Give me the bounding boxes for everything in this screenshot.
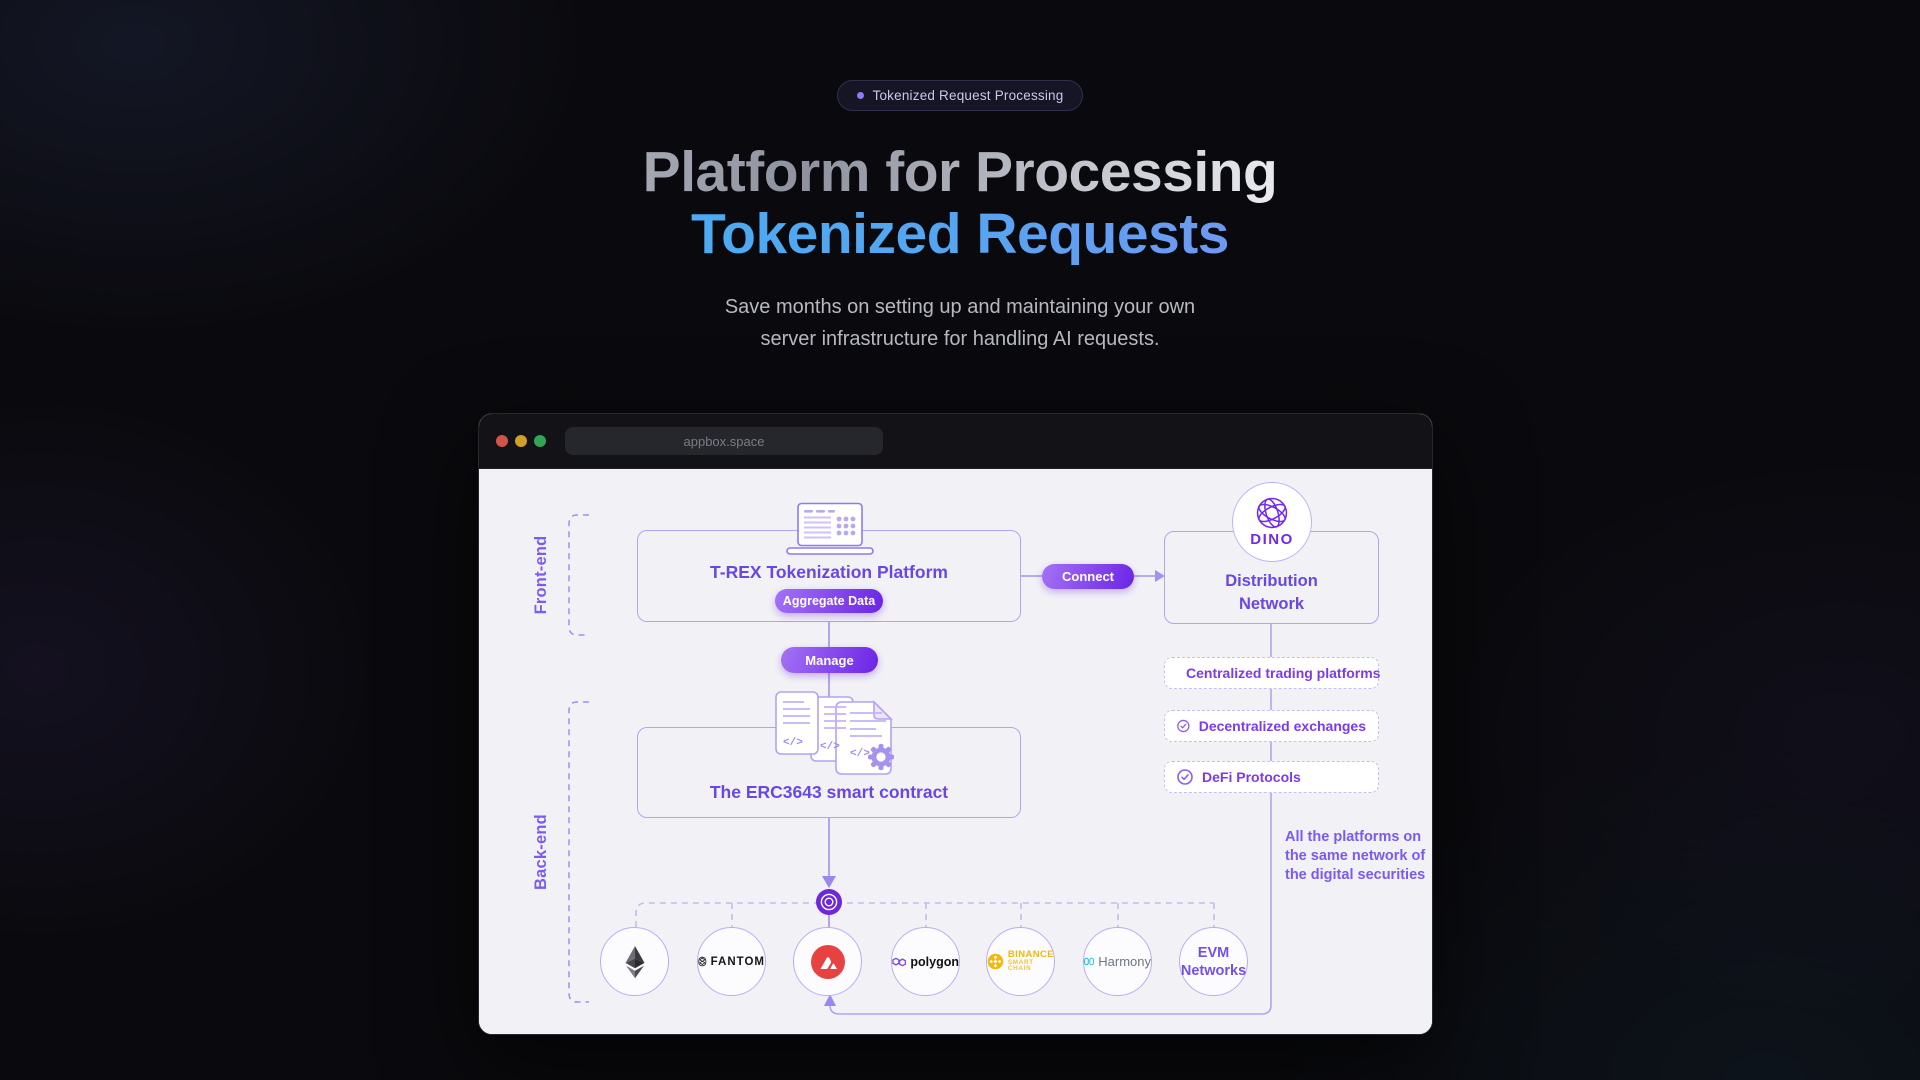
binance-subtitle: SMART CHAIN [1007, 958, 1034, 973]
url-bar[interactable]: appbox.space [565, 427, 883, 455]
svg-text:</>: </> [820, 741, 840, 753]
connect-button[interactable]: Connect [1042, 564, 1134, 589]
frontend-label: Front-end [531, 535, 550, 615]
network-fantom: FANTOM [697, 927, 766, 996]
close-window-button[interactable] [496, 435, 508, 447]
binance-icon [987, 953, 1004, 970]
minimize-window-button[interactable] [515, 435, 527, 447]
harmony-icon [1084, 957, 1094, 966]
down-arrow-icon [822, 876, 836, 888]
avalanche-icon [810, 944, 845, 979]
network-ethereum [600, 927, 669, 996]
diagram-canvas: Front-end Back-end [479, 469, 1432, 1034]
network-avalanche [793, 927, 862, 996]
platform-item-decentralized-exchanges[interactable]: Decentralized exchanges [1164, 710, 1379, 742]
subtitle-line-2: server infrastructure for handling AI re… [760, 328, 1160, 350]
connect-arrow-icon [1155, 570, 1165, 582]
platform-item-defi-protocols[interactable]: DeFi Protocols [1164, 761, 1379, 793]
polygon-wordmark: polygon [910, 954, 959, 969]
harmony-wordmark: Harmony [1098, 954, 1151, 969]
distribution-network-box: DINO Distribution Network [1164, 482, 1379, 624]
gear-icon [868, 744, 894, 770]
trex-platform-box: T-REX Tokenization Platform Aggregate Da… [637, 530, 1021, 622]
network-harmony: Harmony [1083, 927, 1152, 996]
subtitle-line-1: Save months on setting up and maintainin… [724, 296, 1196, 318]
manage-button[interactable]: Manage [781, 647, 878, 673]
browser-window: appbox.space [478, 413, 1433, 1035]
badge-dot-icon [856, 92, 864, 99]
polygon-icon [892, 957, 907, 966]
hero-section: Tokenized Request Processing Platform fo… [0, 0, 1920, 355]
erc3643-contract-title: The ERC3643 smart contract [709, 782, 949, 802]
distribution-network-title: Distribution Network [1225, 572, 1318, 613]
globe-icon [1256, 497, 1288, 529]
hub-node-icon [816, 889, 842, 915]
backend-bracket [568, 701, 589, 1003]
backend-label: Back-end [531, 814, 550, 890]
dino-logo: DINO [1232, 482, 1312, 562]
subtitle: Save months on setting up and maintainin… [0, 291, 1920, 355]
fantom-icon [698, 956, 707, 967]
badge-label: Tokenized Request Processing [872, 88, 1064, 103]
dino-wordmark: DINO [1250, 531, 1294, 548]
page-title: Platform for Processing Tokenized Reques… [0, 141, 1920, 265]
fantom-wordmark: FANTOM [710, 955, 765, 968]
frontend-bracket [568, 514, 589, 636]
aggregate-data-button[interactable]: Aggregate Data [775, 589, 883, 613]
check-circle-icon [1177, 769, 1193, 785]
up-arrow-icon [824, 994, 836, 1006]
svg-text:</>: </> [850, 748, 870, 760]
ethereum-icon [625, 945, 644, 978]
network-evm: EVM Networks [1179, 927, 1248, 996]
same-network-note: All the platforms on the same network of… [1285, 829, 1426, 883]
platform-item-centralized-trading[interactable]: Centralized trading platforms [1164, 657, 1380, 689]
title-line-2: Tokenized Requests [0, 203, 1920, 265]
evm-networks-label: EVM Networks [1180, 944, 1247, 979]
trex-platform-title: T-REX Tokenization Platform [710, 562, 948, 582]
network-polygon: polygon [891, 927, 960, 996]
connector-lines [568, 514, 1272, 1015]
check-circle-icon [1177, 719, 1190, 733]
laptop-icon [786, 502, 874, 555]
network-binance-smart-chain: BINANCE SMART CHAIN [986, 927, 1055, 996]
title-line-1: Platform for Processing [0, 141, 1920, 203]
browser-titlebar: appbox.space [479, 414, 1432, 469]
badge-tokenized-request-processing: Tokenized Request Processing [836, 80, 1084, 111]
smart-contract-documents-icon: </> </> </> [775, 691, 894, 775]
zoom-window-button[interactable] [534, 435, 546, 447]
binance-wordmark: BINANCE [1007, 948, 1054, 960]
url-text: appbox.space [683, 433, 765, 449]
svg-text:</>: </> [783, 737, 803, 749]
